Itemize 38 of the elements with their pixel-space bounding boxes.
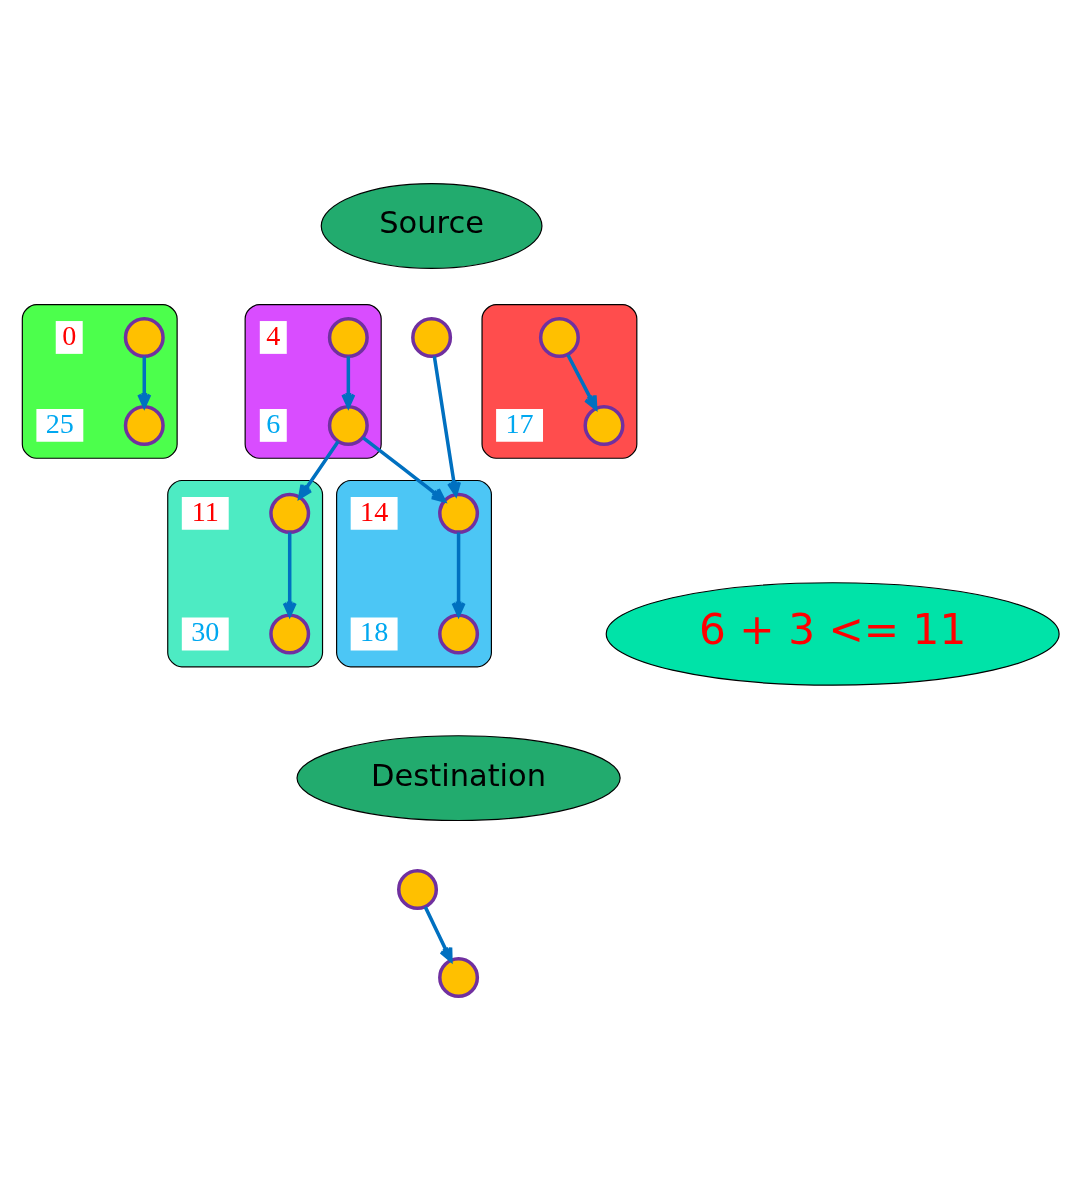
node-circle <box>123 316 165 358</box>
node-circle <box>123 404 165 446</box>
node-circle <box>438 957 480 999</box>
node-label: 14 <box>360 495 389 527</box>
arrow <box>432 355 461 497</box>
node-label: 17 <box>505 407 534 439</box>
node-ellipse: Destination <box>296 735 621 822</box>
arrow <box>566 353 598 410</box>
node-ellipse: Source <box>320 183 543 269</box>
cluster <box>167 479 324 668</box>
node-label: 6 <box>266 407 281 439</box>
node-label: 4 <box>266 319 281 351</box>
cluster <box>481 304 638 459</box>
node-circle <box>269 613 311 655</box>
arrow <box>361 436 446 503</box>
node-ellipse: 6 + 3 <= 11 <box>605 582 1060 686</box>
node-circle <box>397 869 439 911</box>
arrow <box>298 440 340 500</box>
cluster <box>244 304 382 459</box>
node-circle <box>438 613 480 655</box>
node-circle <box>411 316 453 358</box>
node-circle <box>327 316 369 358</box>
node-circle <box>269 492 311 534</box>
node-circle <box>583 404 625 446</box>
arrow <box>341 356 356 409</box>
node-circle <box>327 404 369 446</box>
arrow <box>451 532 466 617</box>
cluster <box>21 304 178 459</box>
node-circle <box>538 316 580 358</box>
node-label: 0 <box>62 319 77 351</box>
node-label: 18 <box>360 616 389 648</box>
arrow <box>423 906 453 963</box>
arrow <box>137 356 152 409</box>
node-circle <box>438 492 480 534</box>
arrow <box>282 532 297 617</box>
node-label: 11 <box>191 495 219 527</box>
node-label: 25 <box>45 407 74 439</box>
node-label: 30 <box>191 616 220 648</box>
